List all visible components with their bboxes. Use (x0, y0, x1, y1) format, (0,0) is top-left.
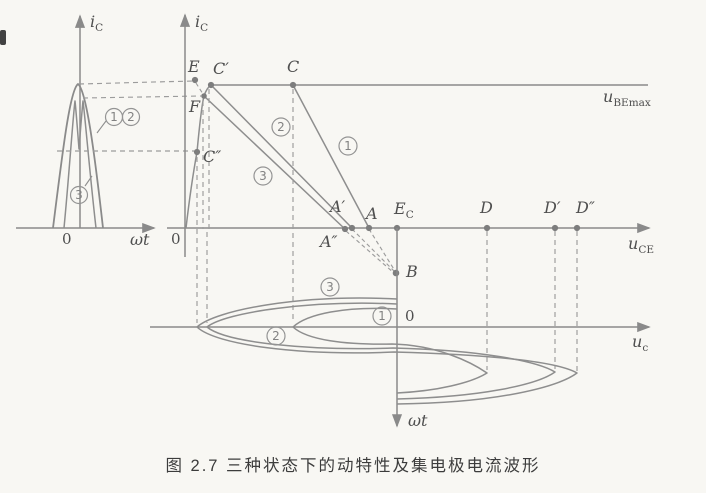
digit-3-bottom: 3 (326, 280, 334, 294)
circled-2-bottom (266, 326, 286, 346)
load-line-1-cutoff-dashed (368, 228, 396, 272)
scan-artifact (0, 30, 6, 45)
uc-waveform-1 (292, 307, 488, 394)
left-x-axis-label: ωt (130, 230, 150, 249)
circled-2-left (121, 107, 141, 127)
point-A (365, 224, 373, 232)
point-D-prime (551, 224, 559, 232)
label-EC: EC (393, 199, 414, 221)
label-C-prime: C′ (213, 59, 229, 78)
point-A-prime (348, 224, 356, 232)
label-D-prime: D′ (543, 198, 561, 217)
pulse-curve-3-notched (63, 100, 97, 229)
load-line-1 (292, 84, 370, 229)
point-F (201, 93, 207, 99)
label-C: C (287, 57, 299, 76)
peak-projection-lines (57, 80, 202, 152)
label-C-doubleprime: C″ (203, 147, 221, 166)
leader-line-3 (84, 175, 93, 187)
uc-waveform-2 (206, 302, 556, 400)
left-origin-label: 0 (62, 230, 72, 248)
point-B (392, 269, 400, 277)
circled-3-bottom (320, 277, 340, 297)
main-y-axis-label: iC (195, 12, 208, 34)
main-origin-label: 0 (171, 230, 181, 248)
label-A-prime: A′ (328, 197, 346, 216)
circled-1-main (338, 136, 358, 156)
leader-line-1-2 (96, 120, 107, 134)
label-E: E (187, 57, 200, 76)
label-A: A (364, 204, 378, 223)
label-D: D (479, 198, 493, 217)
load-line-2-cutoff-dashed (351, 228, 396, 273)
uc-axis-label: uc (632, 332, 648, 354)
load-line-2 (210, 84, 353, 229)
uc-waveform-3 (196, 297, 578, 405)
uce-axis-label: uCE (628, 234, 654, 256)
point-C-doubleprime (193, 148, 201, 156)
ube-max-label: uBEmax (603, 87, 651, 109)
point-C-prime (207, 81, 215, 89)
label-F: F (188, 97, 201, 116)
circled-3-main (253, 166, 273, 186)
point-E (191, 76, 199, 84)
saturation-line (185, 84, 212, 229)
point-C (289, 81, 297, 89)
circled-2-main (271, 117, 291, 137)
dashed-E-to-F (195, 82, 204, 95)
digit-2-main: 2 (277, 120, 285, 134)
label-B: B (405, 262, 418, 281)
point-A-doubleprime (341, 225, 349, 233)
left-current-waveform-plot: iC 0 ωt 1 2 3 (16, 12, 156, 249)
figure-caption: 图 2.7 三种状态下的动特性及集电极电流波形 (165, 457, 541, 475)
wt-axis-label: ωt (408, 411, 428, 430)
digit-3-main: 3 (259, 169, 267, 183)
point-D-doubleprime (573, 224, 581, 232)
bottom-origin-label: 0 (405, 307, 415, 325)
dashed-F-level (82, 95, 202, 99)
left-y-axis-label: iC (90, 12, 103, 34)
digit-1-left: 1 (110, 110, 118, 124)
dynamic-characteristics-diagram: iC 0 ωt 1 2 3 iC 0 uCE uBEmax (0, 12, 654, 430)
bottom-voltage-waveform-plot: uc ωt 0 3 2 1 (150, 228, 651, 430)
digit-2-bottom: 2 (272, 329, 280, 343)
label-A-doubleprime: A″ (318, 232, 338, 251)
load-line-3 (203, 95, 347, 231)
point-D (483, 224, 491, 232)
pulse-curve-1-2 (52, 83, 104, 229)
load-line-3-cutoff-dashed (345, 230, 395, 274)
digit-1-main: 1 (344, 139, 352, 153)
dashed-E-level (78, 80, 194, 85)
digit-1-bottom: 1 (378, 309, 386, 323)
circled-3-left (69, 185, 89, 205)
circled-1-bottom (372, 306, 392, 326)
digit-2-left: 2 (127, 110, 135, 124)
label-D-doubleprime: D″ (575, 198, 595, 217)
digit-3-left: 3 (75, 188, 83, 202)
main-characteristic-plot: iC 0 uCE uBEmax (167, 12, 654, 371)
